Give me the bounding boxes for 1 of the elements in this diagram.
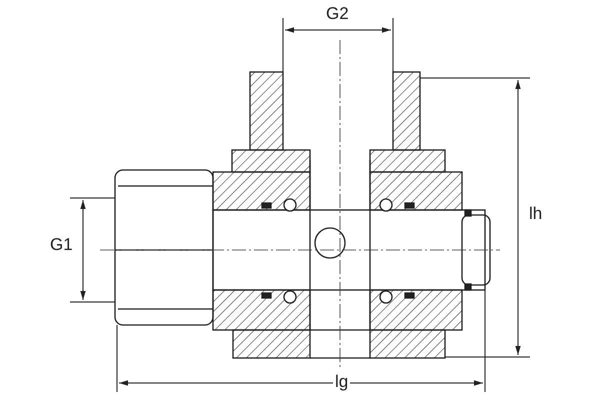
dimension-label: lg [333, 373, 350, 391]
